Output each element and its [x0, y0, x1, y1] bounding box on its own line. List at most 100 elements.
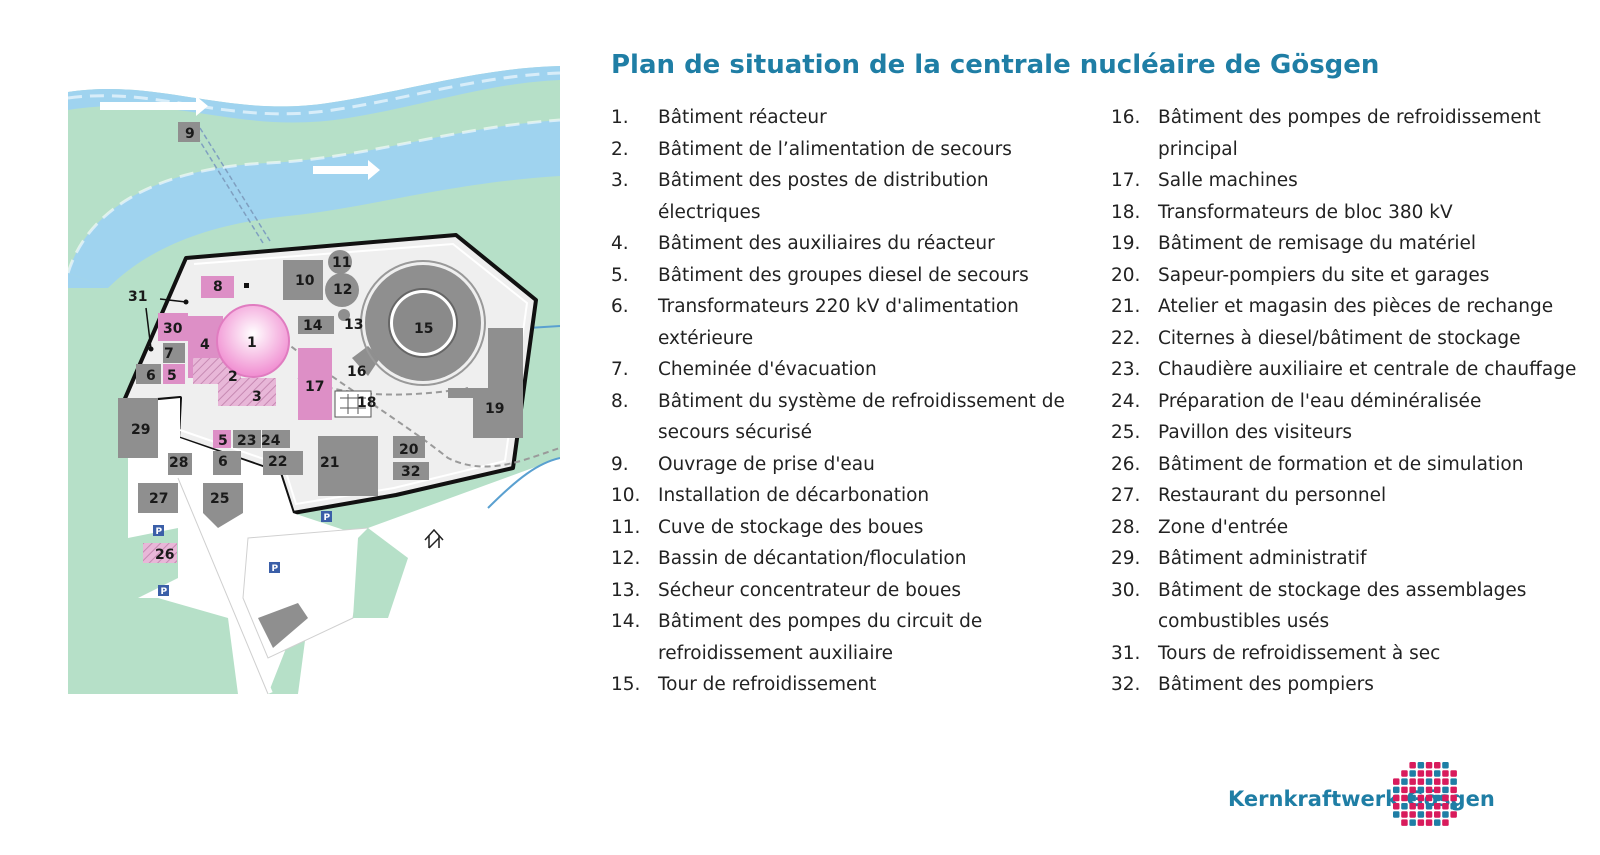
legend-item: 22.Citernes à diesel/bâtiment de stockag…: [1111, 323, 1591, 355]
legend-item-label: Bassin de décantation/floculation: [658, 548, 967, 569]
legend-item: 7.Cheminée d'évacuation: [611, 354, 1091, 386]
logo-cell: [1434, 778, 1441, 785]
building-6a: [136, 364, 161, 384]
map-label-21: 21: [320, 455, 339, 471]
legend-item: 14.Bâtiment des pompes du circuit de ref…: [611, 606, 1091, 669]
logo-cell: [1409, 794, 1416, 802]
building-18: [334, 390, 372, 418]
building-11: [328, 250, 352, 274]
map-label-7: 7: [164, 346, 174, 362]
logo-cell: [1450, 770, 1457, 777]
buildings: [118, 122, 523, 648]
legend-item-number: 2.: [611, 138, 629, 160]
legend-item-label: Bâtiment du système de refroidissement d…: [658, 390, 1065, 444]
legend-item-label: Installation de décarbonation: [658, 485, 930, 506]
logo-text: Kernkraftwerk Gösgen: [1228, 787, 1495, 811]
map-label-31: 31: [128, 289, 147, 305]
legend-item-label: Atelier et magasin des pièces de rechang…: [1158, 296, 1554, 317]
building-26: [143, 543, 177, 563]
map-labels: 1 2 3 4 5 5 6 6 7 8 9 10 11 12 13 14 15 …: [128, 126, 504, 563]
legend-item-number: 16.: [1111, 107, 1141, 128]
logo-cell: [1442, 770, 1449, 777]
legend-item: 19.Bâtiment de remisage du matériel: [1111, 228, 1591, 260]
logo-cell: [1434, 794, 1441, 802]
logo-cell: [1425, 770, 1433, 777]
page-title: Plan de situation de la centrale nucléai…: [611, 50, 1380, 80]
building-16: [352, 346, 380, 376]
legend-item-number: 12.: [611, 548, 641, 569]
map-label-26: 26: [155, 547, 174, 563]
building-entrance-wing: [258, 603, 308, 648]
logo-cell: [1425, 819, 1433, 826]
logo-cell: [1417, 811, 1425, 818]
logo-cell: [1450, 803, 1457, 810]
map-label-14: 14: [303, 318, 323, 334]
parking-icons: P P P P: [153, 511, 332, 597]
parking-icon: [269, 562, 280, 573]
map-label-27: 27: [149, 491, 168, 507]
legend-item-number: 21.: [1111, 296, 1141, 317]
map-label-22: 22: [268, 454, 287, 470]
logo-cell: [1450, 786, 1457, 794]
logo-cell: [1393, 811, 1400, 818]
building-7: [163, 343, 185, 363]
map-label-24: 24: [261, 433, 281, 449]
legend-list-right: 16.Bâtiment des pompes de refroidissemen…: [1111, 102, 1591, 701]
logo-cell: [1425, 762, 1433, 769]
map-label-17: 17: [305, 379, 324, 395]
building-3: [218, 378, 276, 406]
map-label-5b: 5: [218, 433, 228, 449]
legend-item: 25.Pavillon des visiteurs: [1111, 417, 1591, 449]
legend-item-number: 32.: [1111, 674, 1141, 695]
legend-item-label: Sapeur-pompiers du site et garages: [1158, 264, 1490, 286]
building-22: [263, 451, 303, 475]
map-label-4: 4: [200, 337, 210, 353]
legend-item-number: 29.: [1111, 548, 1141, 569]
legend-item: 20.Sapeur-pompiers du site et garages: [1111, 260, 1591, 292]
logo-cell: [1393, 778, 1400, 785]
building-30: [158, 313, 188, 341]
legend-item-label: Bâtiment réacteur: [658, 107, 827, 128]
logo-cell: [1450, 778, 1457, 785]
logo-cell: [1409, 811, 1416, 818]
logo-cell: [1450, 811, 1457, 818]
map-label-23: 23: [237, 433, 256, 449]
legend-item: 18.Transformateurs de bloc 380 kV: [1111, 197, 1591, 229]
logo-cell: [1393, 803, 1400, 810]
legend-item-number: 6.: [611, 296, 629, 317]
logo-cell: [1425, 786, 1433, 794]
map-label-1: 1: [247, 335, 257, 351]
legend-item: 26.Bâtiment de formation et de simulatio…: [1111, 449, 1591, 481]
logo-cell: [1442, 803, 1449, 810]
legend-item: 32.Bâtiment des pompiers: [1111, 669, 1591, 701]
map-label-12: 12: [333, 282, 352, 298]
flow-arrow-icon: [100, 96, 208, 116]
logo-cell: [1450, 794, 1457, 802]
intake-pipe: [192, 127, 271, 244]
legend-item: 17.Salle machines: [1111, 165, 1591, 197]
legend-item-label: Bâtiment des auxiliaires du réacteur: [658, 233, 995, 254]
legend-item-label: Bâtiment des groupes diesel de secours: [658, 264, 1029, 286]
logo-cell: [1434, 786, 1441, 794]
building-12: [325, 273, 359, 307]
building-20: [393, 436, 425, 458]
building-5a: [163, 364, 185, 384]
legend-item-number: 9.: [611, 453, 629, 475]
map-label-9: 9: [185, 126, 195, 142]
legend-item-label: Zone d'entrée: [1158, 516, 1289, 538]
building-19: [448, 328, 523, 438]
logo-cell: [1442, 794, 1449, 802]
legend-item: 9.Ouvrage de prise d'eau: [611, 449, 1091, 481]
logo-cell: [1417, 794, 1425, 802]
svg-text:P: P: [324, 513, 331, 523]
map-label-20: 20: [399, 442, 419, 458]
building-23: [233, 430, 261, 448]
map-label-8: 8: [213, 279, 223, 295]
logo-cell: [1442, 762, 1449, 769]
legend-item-number: 17.: [1111, 170, 1141, 191]
logo-cell: [1425, 778, 1433, 785]
reactor-building: [216, 304, 290, 378]
legend-item-label: Chaudière auxiliaire et centrale de chau…: [1158, 359, 1577, 380]
building-27: [138, 483, 178, 513]
